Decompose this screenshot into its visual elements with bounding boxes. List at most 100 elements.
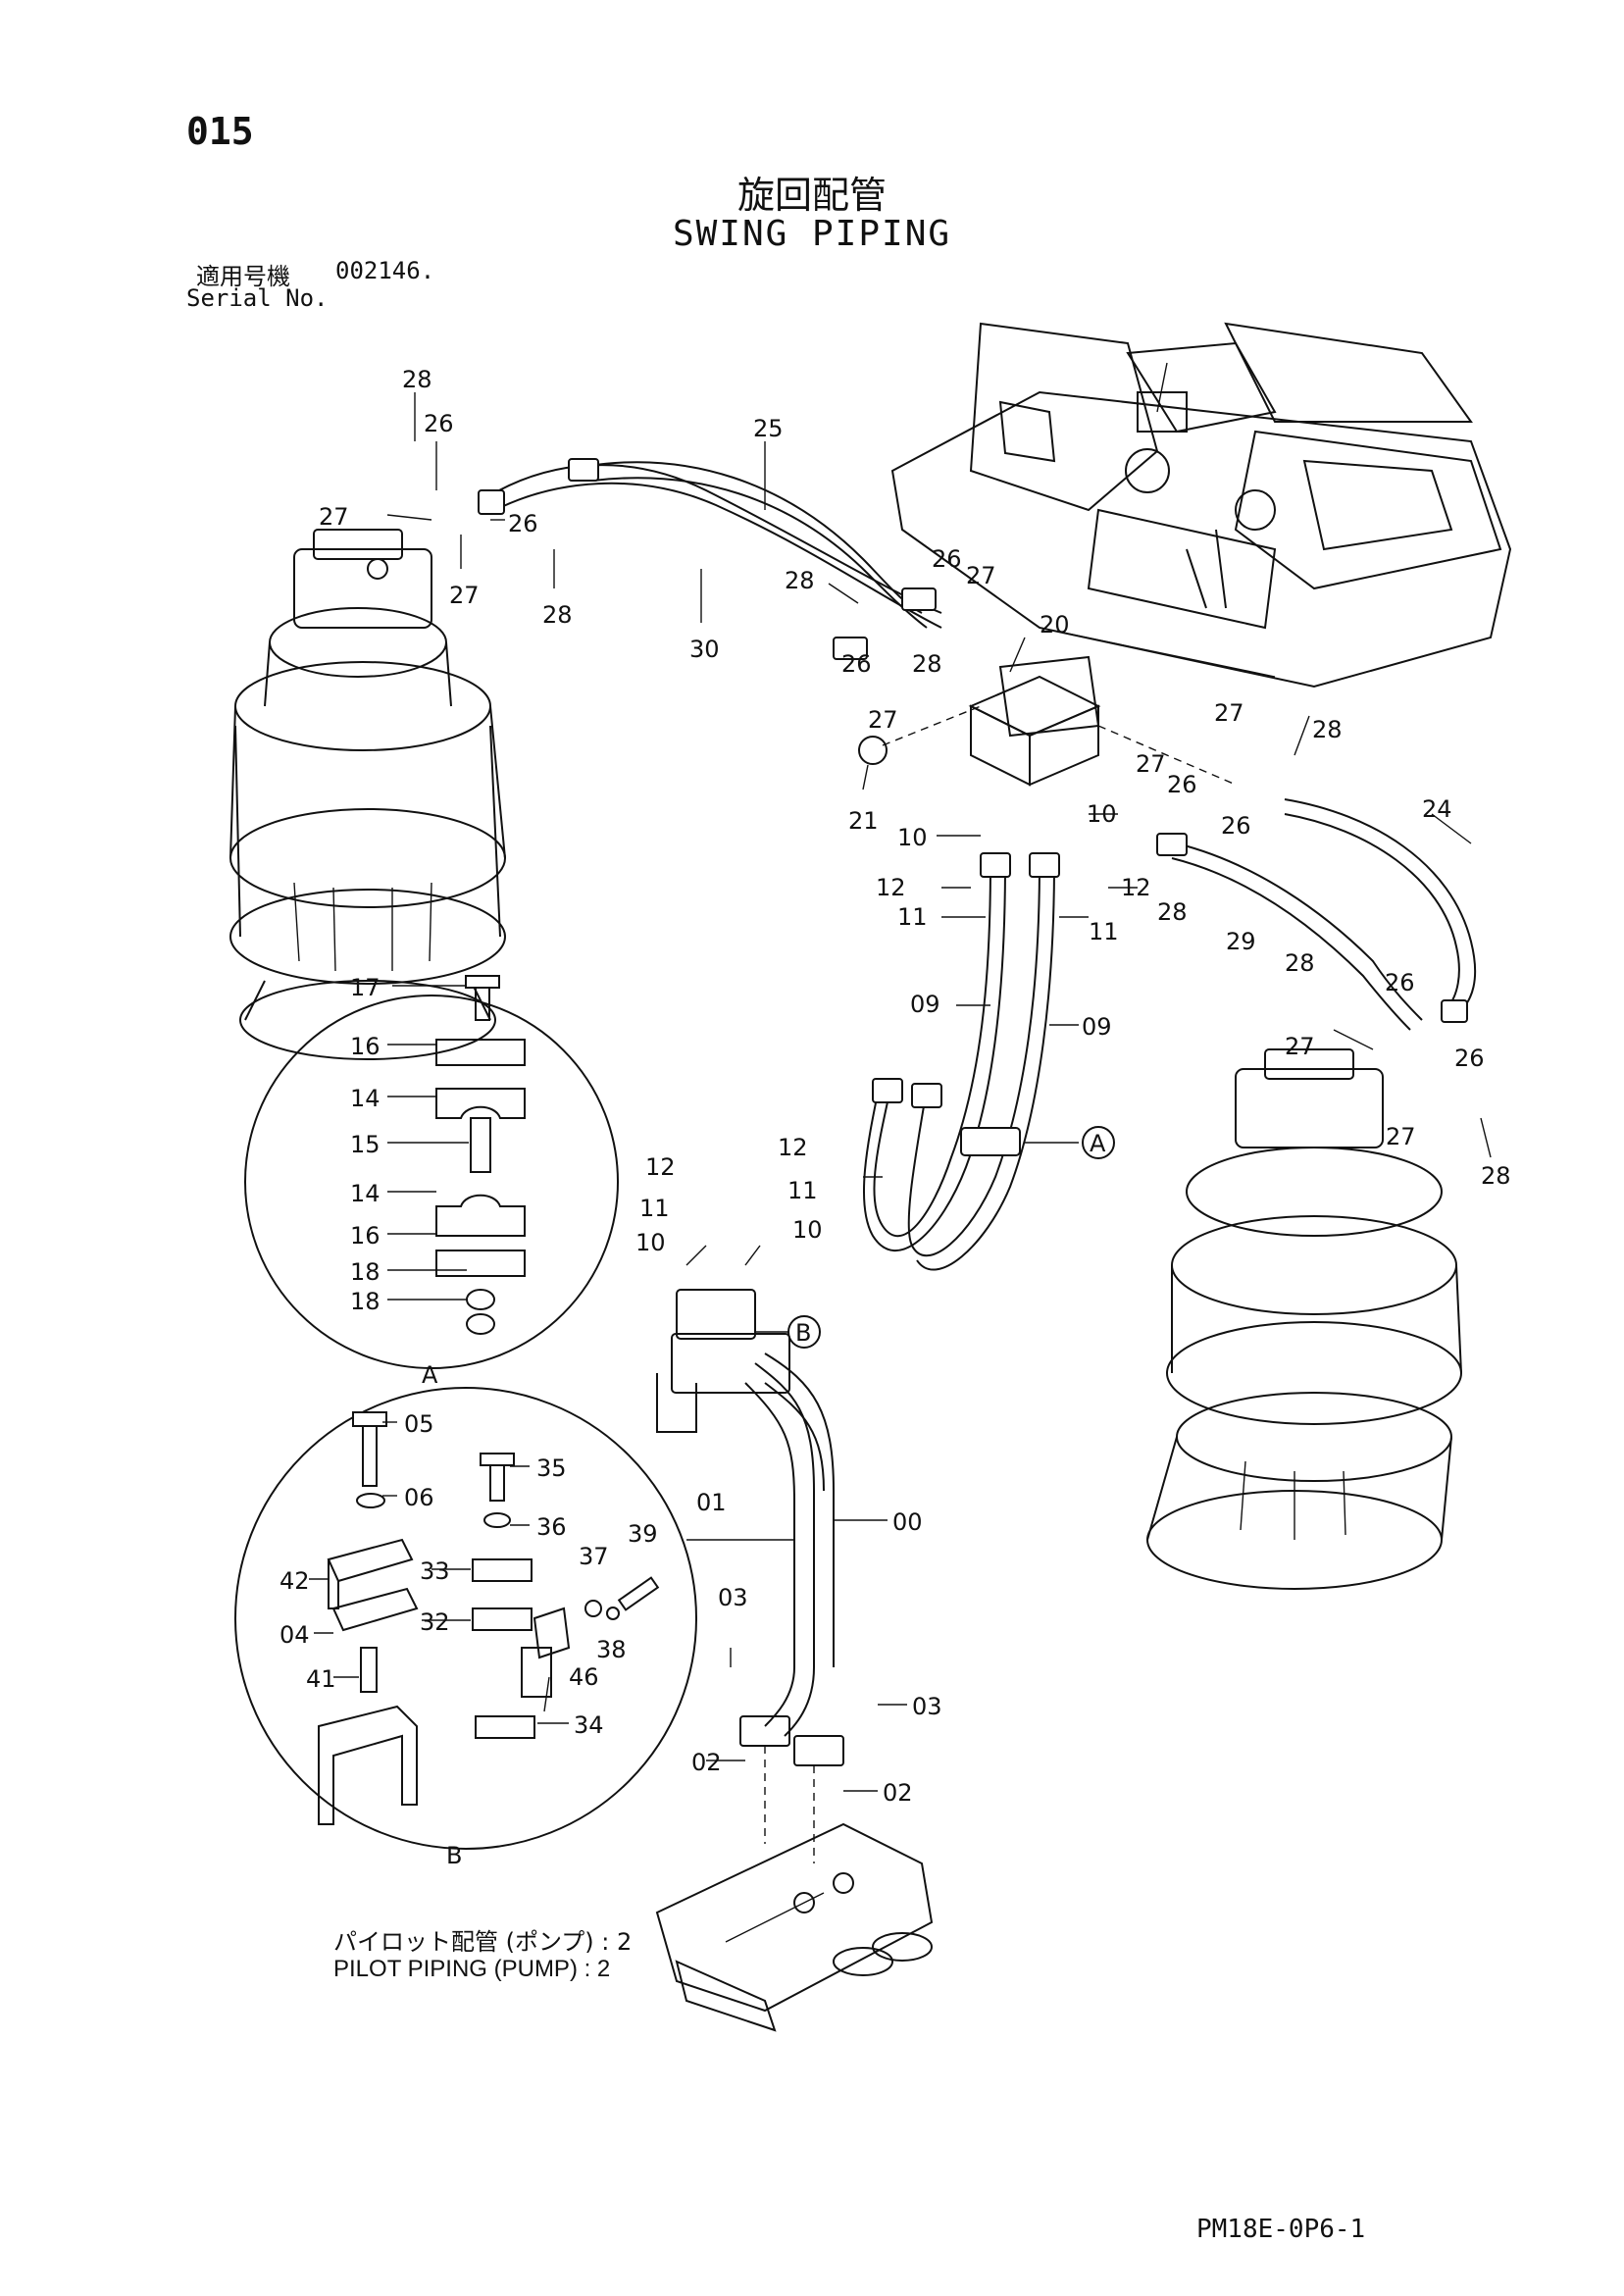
part-label: 28: [1312, 716, 1343, 743]
part-label: 17: [350, 974, 381, 1001]
part-label: 28: [402, 366, 432, 393]
part-label: 12: [876, 874, 906, 901]
part-label: 10: [635, 1229, 666, 1256]
part-label: 21: [848, 807, 879, 835]
callout-b-letter: B: [795, 1319, 811, 1347]
detail-b-circle: [234, 1387, 697, 1850]
part-label: 12: [645, 1153, 676, 1181]
part-label: 24: [1422, 795, 1452, 823]
page-title-english: SWING PIPING: [672, 214, 952, 254]
serial-label-english: Serial No.: [186, 284, 329, 312]
part-label: 36: [536, 1513, 567, 1541]
part-label: 26: [424, 410, 454, 437]
page-number: 015: [186, 110, 254, 153]
part-label: 30: [689, 636, 720, 663]
part-label: 27: [1386, 1123, 1416, 1150]
part-label: 11: [639, 1195, 670, 1222]
part-label: 26: [1167, 771, 1197, 798]
part-label: 42: [279, 1567, 310, 1595]
part-label: 10: [1087, 800, 1117, 828]
part-label: 32: [420, 1608, 450, 1636]
part-label: 12: [1121, 874, 1151, 901]
part-label: 27: [319, 503, 349, 531]
part-label: 03: [718, 1584, 748, 1611]
part-label: 46: [569, 1663, 599, 1691]
callout-a-circle: [1082, 1126, 1115, 1159]
hose-25-30-drawing: [478, 458, 942, 660]
hose-09-drawing: [862, 852, 1079, 1271]
part-label: 11: [897, 903, 928, 931]
part-label: 26: [1454, 1045, 1485, 1072]
part-label: 01: [696, 1489, 727, 1516]
serial-label-japanese: 適用号機: [196, 263, 290, 290]
part-label: 02: [691, 1749, 722, 1776]
part-label: 04: [279, 1621, 310, 1649]
detail-a-caption: A: [422, 1361, 438, 1389]
serial-number: 002146.: [335, 257, 435, 284]
part-label: 09: [910, 991, 940, 1018]
drawing-number: PM18E-0P6-1: [1196, 2215, 1366, 2244]
part-label: 26: [932, 545, 962, 573]
part-label: 06: [404, 1484, 434, 1511]
part-label: 28: [1157, 898, 1188, 926]
part-label: 02: [883, 1779, 913, 1807]
leader-lines: [309, 392, 1492, 1792]
part-label: 09: [1082, 1013, 1112, 1041]
part-label: 41: [306, 1665, 336, 1693]
reference-note-english: PILOT PIPING (PUMP) : 2: [333, 1956, 611, 1982]
page-title-japanese: 旋回配管: [736, 174, 887, 217]
pilot-pipe-assembly-drawing: [656, 1245, 844, 1863]
part-label: 39: [628, 1520, 658, 1548]
part-label: 14: [350, 1085, 381, 1112]
swing-motor-right-drawing: [1146, 1048, 1462, 1590]
part-label: 28: [785, 567, 815, 594]
part-label: 28: [542, 601, 573, 629]
part-label: 29: [1226, 928, 1256, 955]
upper-structure-drawing: [890, 322, 1512, 689]
part-label: 20: [1040, 611, 1070, 638]
part-label: 11: [1089, 918, 1119, 945]
part-label: 26: [508, 510, 538, 537]
part-label: 28: [1285, 949, 1315, 977]
detail-b-caption: B: [446, 1842, 462, 1869]
part-label: 26: [1221, 812, 1251, 840]
part-label: 14: [350, 1180, 381, 1207]
part-label: 10: [897, 824, 928, 851]
control-valve-drawing: [655, 1822, 934, 2032]
part-label: 27: [449, 582, 480, 609]
part-label: 16: [350, 1222, 381, 1250]
reference-note-japanese: パイロット配管 (ポンプ) : 2: [333, 1928, 633, 1956]
part-label: 05: [404, 1410, 434, 1438]
part-label: 38: [596, 1636, 627, 1663]
part-label: 27: [1136, 750, 1166, 778]
part-label: 03: [912, 1693, 942, 1720]
part-label: 15: [350, 1131, 381, 1158]
callout-a-letter: A: [1090, 1130, 1106, 1157]
detail-callouts: A B A B: [422, 1126, 1115, 1869]
part-label: 27: [1214, 699, 1244, 727]
part-label: 37: [579, 1543, 609, 1570]
part-label: 27: [868, 706, 898, 734]
part-label: 10: [792, 1216, 823, 1244]
part-label: 28: [912, 650, 942, 678]
part-label: 34: [574, 1711, 604, 1739]
part-label: 11: [787, 1177, 818, 1204]
detail-a-circle: [244, 975, 619, 1369]
hose-24-29-drawing: [1156, 798, 1477, 1031]
part-label: 27: [966, 562, 996, 589]
part-label: 28: [1481, 1162, 1511, 1190]
swing-motor-left-drawing: [229, 529, 506, 1060]
part-label: 25: [753, 415, 784, 442]
part-label: 12: [778, 1134, 808, 1161]
part-label: 26: [841, 650, 872, 678]
part-label: 33: [420, 1557, 450, 1585]
part-label: 00: [892, 1508, 923, 1536]
swivel-block-20-drawing: [858, 655, 1237, 787]
part-label: 16: [350, 1033, 381, 1060]
part-label: 27: [1285, 1033, 1315, 1060]
part-labels: 28 26 27 26 27 28 25 30 28 26 27 28 26 2…: [279, 366, 1511, 1807]
part-label: 35: [536, 1454, 567, 1482]
part-label: 18: [350, 1288, 381, 1315]
